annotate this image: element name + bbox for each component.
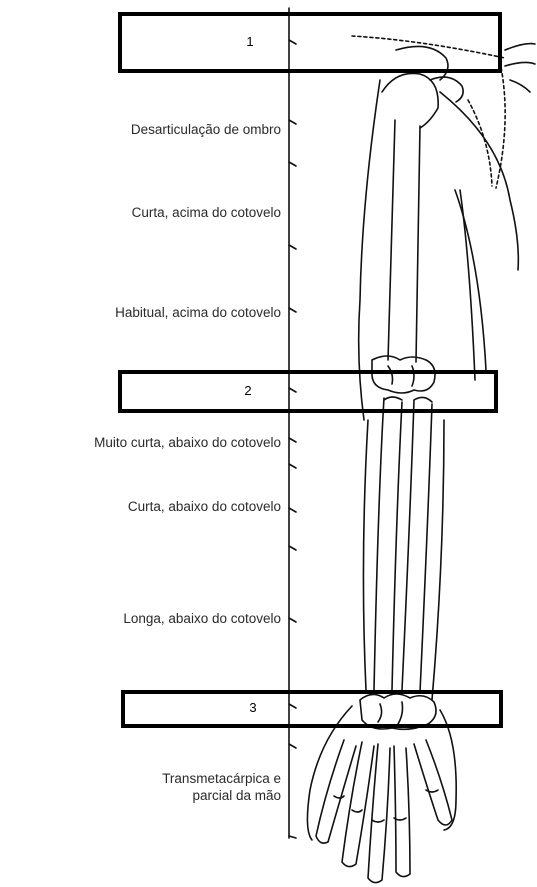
- level-label-longa-abaixo: Longa, abaixo do cotovelo: [123, 610, 281, 627]
- level-label-curta-acima: Curta, acima do cotovelo: [132, 204, 281, 221]
- zone-number-1: 1: [246, 34, 253, 49]
- level-label-desarticulacao-ombro: Desarticulação de ombro: [131, 121, 281, 138]
- level-label-transmetacarpica: Transmetacárpica e parcial da mão: [121, 770, 281, 804]
- zone-box-3: [121, 690, 503, 728]
- level-label-muito-curta-abaixo: Muito curta, abaixo do cotovelo: [94, 434, 281, 451]
- level-label-curta-abaixo: Curta, abaixo do cotovelo: [128, 498, 281, 515]
- zone-box-2: [118, 370, 498, 413]
- zone-number-2: 2: [244, 383, 251, 398]
- zone-number-3: 3: [249, 700, 256, 715]
- zone-box-1: [118, 12, 502, 73]
- level-label-habitual-acima: Habitual, acima do cotovelo: [115, 304, 281, 321]
